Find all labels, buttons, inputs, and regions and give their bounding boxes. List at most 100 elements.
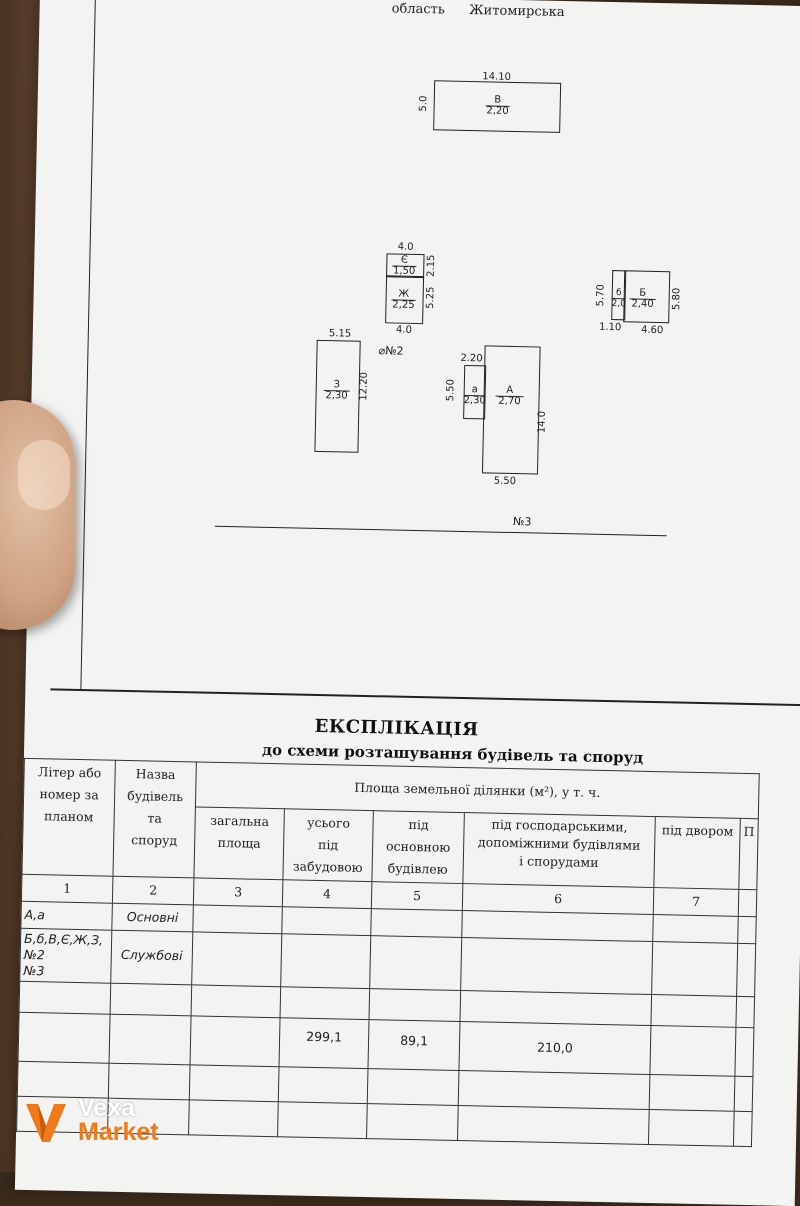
total-aux: 210,0	[458, 1021, 651, 1075]
row6-c8	[733, 1111, 753, 1147]
row4-c8	[734, 1027, 754, 1077]
row2-c3	[191, 931, 282, 987]
row4-c1	[18, 1012, 111, 1064]
row2-liter: Б,б,В,Є,Ж,З,№2 №3	[19, 928, 112, 984]
row6-c7	[648, 1109, 735, 1147]
row1-c7	[652, 914, 739, 944]
region-line: область Житомирська	[392, 1, 585, 20]
row1-c4	[281, 906, 372, 936]
row5-c1	[17, 1061, 110, 1099]
row2-c6	[460, 937, 653, 995]
row4-c3	[190, 1015, 281, 1067]
row4-c7	[649, 1025, 736, 1077]
row1-name: Основні	[111, 903, 194, 932]
row5-c5	[367, 1068, 459, 1106]
thumb	[0, 400, 75, 630]
row3-c3	[191, 984, 281, 1018]
building-ye-side: 2.15	[425, 254, 438, 278]
building-zh-bottom: 4.0	[395, 324, 412, 336]
row6-c3	[188, 1099, 279, 1137]
row1-liter: А,а	[20, 901, 113, 931]
row1-c6	[461, 910, 654, 942]
vexa-logo-icon	[26, 1104, 66, 1142]
row5-c4	[278, 1066, 368, 1104]
num-2: 2	[112, 876, 194, 905]
num-3: 3	[193, 877, 283, 907]
explication-top-rule	[50, 688, 800, 707]
row3-c1	[19, 981, 111, 1015]
thumb-nail	[18, 440, 70, 510]
row3-c5	[369, 988, 461, 1022]
row6-c5	[366, 1103, 459, 1141]
th-yard: під двором	[653, 816, 741, 890]
row6-c6	[457, 1105, 650, 1145]
row5-c7	[649, 1074, 735, 1112]
num-1: 1	[21, 874, 113, 904]
watermark-line2: Market	[78, 1118, 159, 1146]
region-label: область	[391, 1, 446, 18]
building-z-width: 5.15	[328, 328, 352, 340]
num-7: 7	[653, 887, 739, 917]
region-value: Житомирська	[468, 2, 565, 20]
street-line	[214, 525, 667, 537]
building-ye-width: 4.0	[397, 241, 414, 253]
row3-c6	[459, 990, 652, 1026]
row5-c8	[734, 1076, 753, 1112]
well-marker: ⌀№2	[378, 344, 404, 358]
watermark-line1: Vexa	[78, 1094, 136, 1122]
row2-c4	[280, 933, 371, 989]
th-partial: П	[738, 818, 759, 890]
row2-c8	[736, 943, 756, 997]
explication-subtitle: до схеми розташування будівель та споруд	[261, 740, 644, 767]
row1-c3	[192, 904, 283, 934]
building-a-small-width: 2.20	[460, 352, 483, 365]
row1-c8	[737, 916, 757, 944]
street-label: №3	[512, 515, 532, 529]
num-4: 4	[282, 879, 372, 909]
building-b-left-side: 5.70	[595, 284, 607, 307]
num-5: 5	[371, 881, 463, 911]
building-a-side: 14.0	[536, 410, 548, 434]
total-built: 299,1	[279, 1017, 370, 1069]
well-label: №2	[385, 344, 404, 358]
row3-c8	[735, 996, 755, 1028]
row3-c4	[280, 986, 370, 1020]
building-a-bottom: 5.50	[493, 475, 517, 488]
building-b-right-side: 5.80	[671, 287, 683, 311]
building-a	[481, 345, 541, 475]
row5-c6	[458, 1070, 650, 1110]
total-main: 89,1	[367, 1019, 460, 1071]
building-zh-side: 5.25	[425, 286, 437, 309]
sheet-frame-left	[80, 0, 97, 692]
num-8	[738, 889, 757, 917]
row4-c2	[109, 1014, 192, 1065]
building-b-w1: 1.10	[598, 321, 622, 334]
explication-title: ЕКСПЛІКАЦІЯ	[314, 715, 479, 741]
building-v-height: 5.0	[417, 95, 430, 112]
row3-c2	[110, 983, 192, 1016]
building-a-small-side: 5.50	[445, 378, 457, 402]
row2-c5	[369, 935, 462, 991]
row2-name: Службові	[110, 930, 193, 985]
num-6: 6	[462, 883, 654, 915]
row2-c7	[651, 941, 738, 997]
row5-c3	[189, 1064, 280, 1102]
th-aux-buildings: під господарськими,допоміжними будівлями…	[462, 812, 656, 888]
building-z-side: 12.20	[358, 371, 370, 401]
row3-c7	[650, 994, 737, 1028]
row1-c5	[370, 908, 463, 938]
